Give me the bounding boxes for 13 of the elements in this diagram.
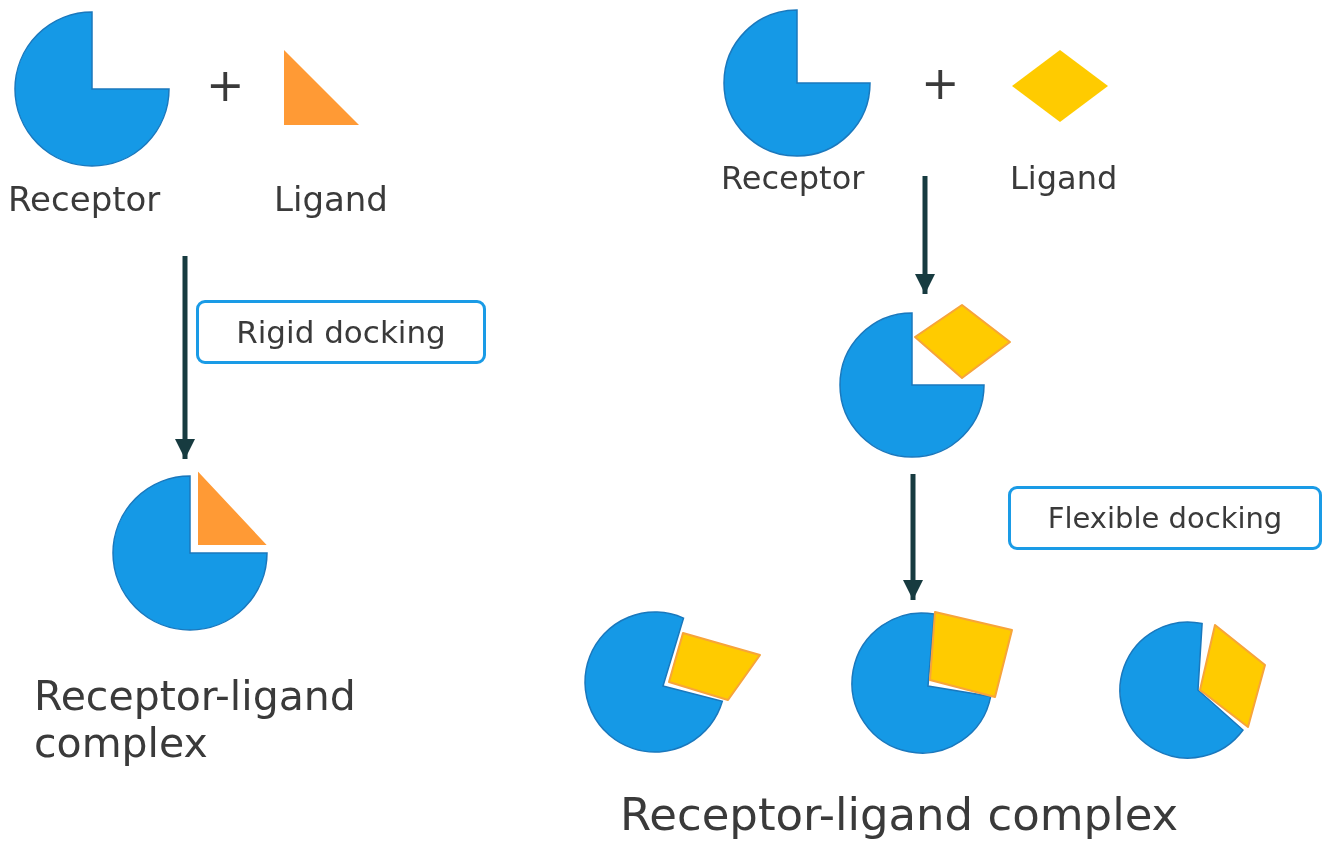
- method-tag: Rigid docking: [196, 300, 486, 364]
- arrow: [903, 474, 923, 600]
- complex-label: Receptor-ligand complex: [620, 790, 1179, 840]
- receptor-label: Receptor: [721, 160, 865, 197]
- ligand-label: Ligand: [274, 180, 388, 220]
- plus-sign: +: [921, 58, 960, 109]
- receptor-label: Receptor: [8, 180, 161, 220]
- complex-label: Receptor-ligand complex: [34, 673, 357, 768]
- plus-sign: +: [206, 60, 245, 111]
- ligand-label: Ligand: [1010, 160, 1118, 197]
- arrow: [915, 176, 935, 294]
- arrow: [175, 256, 195, 459]
- method-tag: Flexible docking: [1008, 486, 1322, 550]
